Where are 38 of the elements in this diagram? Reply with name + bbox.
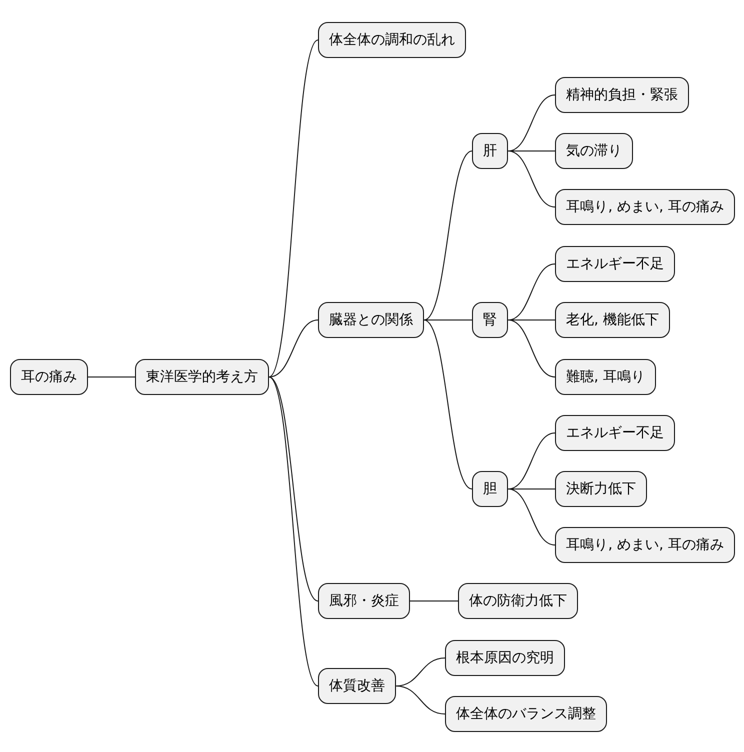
connector-line xyxy=(508,264,556,320)
topic-box: 臓器との関係 xyxy=(318,302,424,338)
topic-box: 老化, 機能低下 xyxy=(555,302,670,338)
connector-line xyxy=(508,488,556,490)
topic-box: 東洋医学的考え方 xyxy=(135,359,269,395)
topic-box: エネルギー不足 xyxy=(555,246,675,282)
topic-box: 耳の痛み xyxy=(10,359,88,395)
connector-line xyxy=(268,40,318,378)
connector-line xyxy=(88,376,136,378)
topic-box: 体全体のバランス調整 xyxy=(445,696,607,732)
connector-line xyxy=(508,320,556,378)
connector-line xyxy=(508,94,556,152)
connector-line xyxy=(268,320,318,378)
connector-line xyxy=(508,150,556,208)
connector-line xyxy=(508,150,556,152)
topic-box: 難聴, 耳鳴り xyxy=(555,359,656,395)
topic-box: 肝 xyxy=(472,133,508,169)
topic-box: 決断力低下 xyxy=(555,471,647,507)
topic-box: 体質改善 xyxy=(318,668,396,704)
topic-box: 耳鳴り, めまい, 耳の痛み xyxy=(555,189,735,225)
connector-line xyxy=(396,686,446,714)
topic-box: 腎 xyxy=(472,302,508,338)
topic-box: 風邪・炎症 xyxy=(318,583,410,619)
topic-box: エネルギー不足 xyxy=(555,415,675,451)
connector-line xyxy=(508,488,556,546)
topic-box: 体全体の調和の乱れ xyxy=(318,22,466,58)
topic-box: 根本原因の究明 xyxy=(445,640,565,676)
topic-box: 精神的負担・緊張 xyxy=(555,77,689,113)
connector-line xyxy=(424,320,472,490)
topic-box: 胆 xyxy=(472,471,508,507)
topic-box: 耳鳴り, めまい, 耳の痛み xyxy=(555,527,735,563)
topic-box: 気の滞り xyxy=(555,133,633,169)
connector-line xyxy=(268,376,318,602)
connector-line xyxy=(268,376,318,686)
topic-box: 体の防衛力低下 xyxy=(458,583,578,619)
connector-line xyxy=(424,150,472,320)
connector-line xyxy=(508,432,556,490)
connector-line xyxy=(410,600,458,602)
